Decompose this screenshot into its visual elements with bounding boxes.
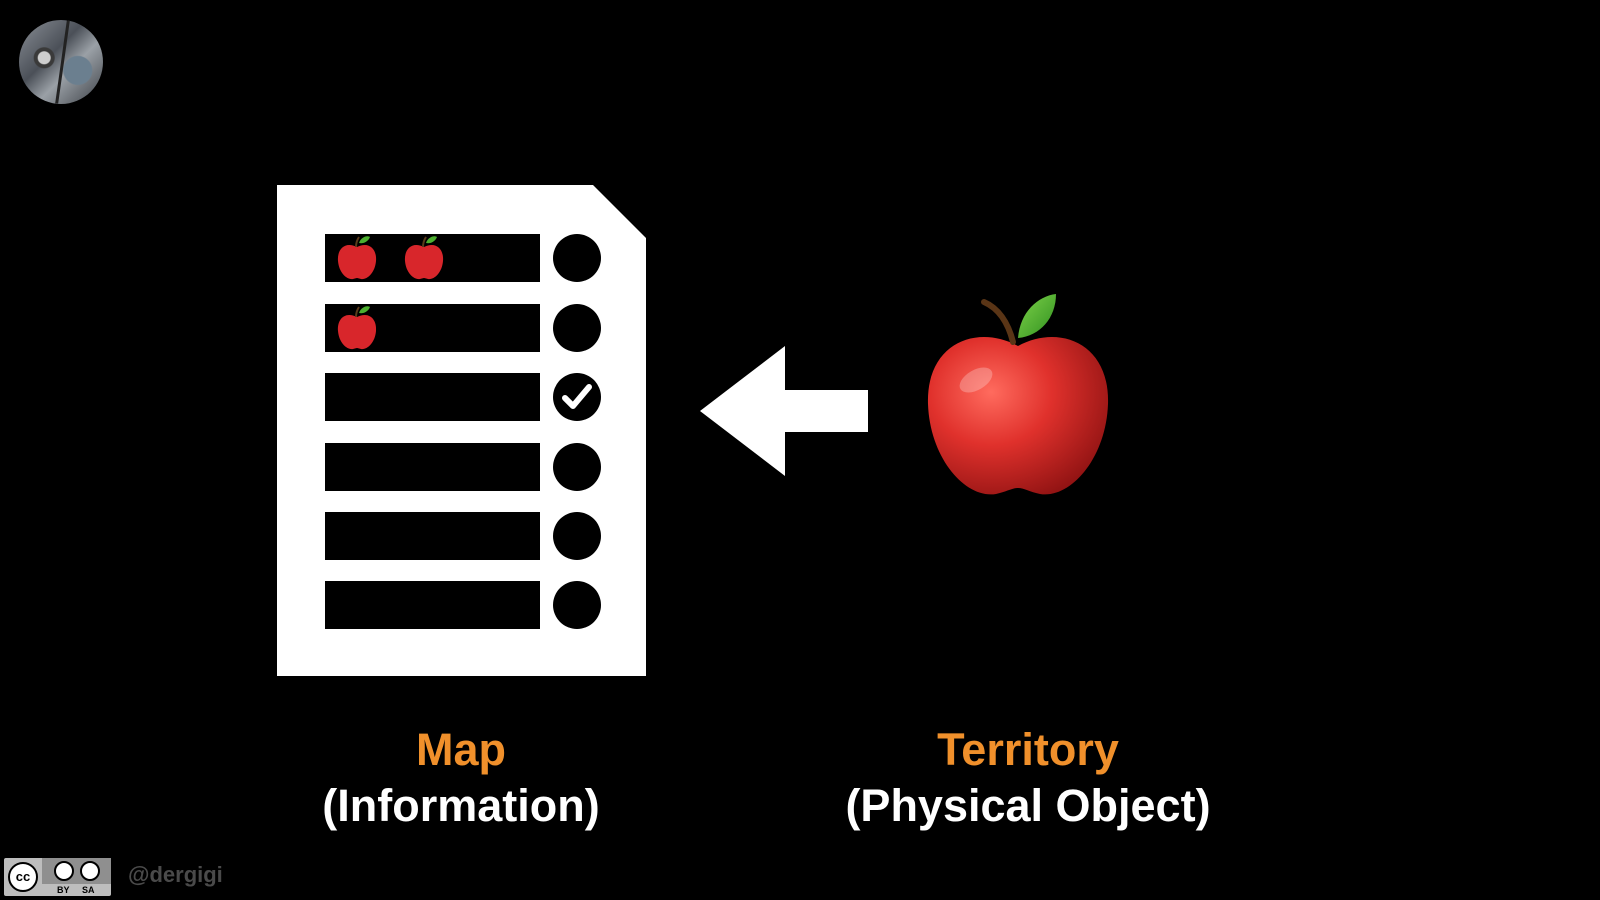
license-sa: SA <box>82 885 95 895</box>
apple-icon <box>337 306 377 350</box>
sa-icon <box>80 861 100 881</box>
map-subtitle: (Information) <box>322 780 600 831</box>
map-label: Map (Information) <box>181 722 741 834</box>
apple-icon <box>337 236 377 280</box>
avatar <box>19 20 103 104</box>
author-handle: @dergigi <box>128 862 223 887</box>
document-icon <box>277 185 646 676</box>
cc-license-icon: cc BY SA <box>4 858 111 896</box>
license-by: BY <box>57 885 70 895</box>
check-icon <box>553 373 601 421</box>
list-row <box>325 304 540 352</box>
cc-text: cc <box>8 862 38 892</box>
list-row <box>325 443 540 491</box>
left-arrow-icon <box>700 346 868 476</box>
map-title: Map <box>416 724 506 775</box>
list-row <box>325 373 540 421</box>
territory-title: Territory <box>937 724 1119 775</box>
status-dot <box>553 581 601 629</box>
status-dot <box>553 443 601 491</box>
status-dot <box>553 234 601 282</box>
status-dot <box>553 304 601 352</box>
list-row <box>325 512 540 560</box>
by-icon <box>54 861 74 881</box>
territory-subtitle: (Physical Object) <box>845 780 1211 831</box>
list-row <box>325 581 540 629</box>
apple-icon <box>927 294 1109 495</box>
apple-icon <box>404 236 444 280</box>
list-row <box>325 234 540 282</box>
status-dot <box>553 512 601 560</box>
territory-label: Territory (Physical Object) <box>748 722 1308 834</box>
